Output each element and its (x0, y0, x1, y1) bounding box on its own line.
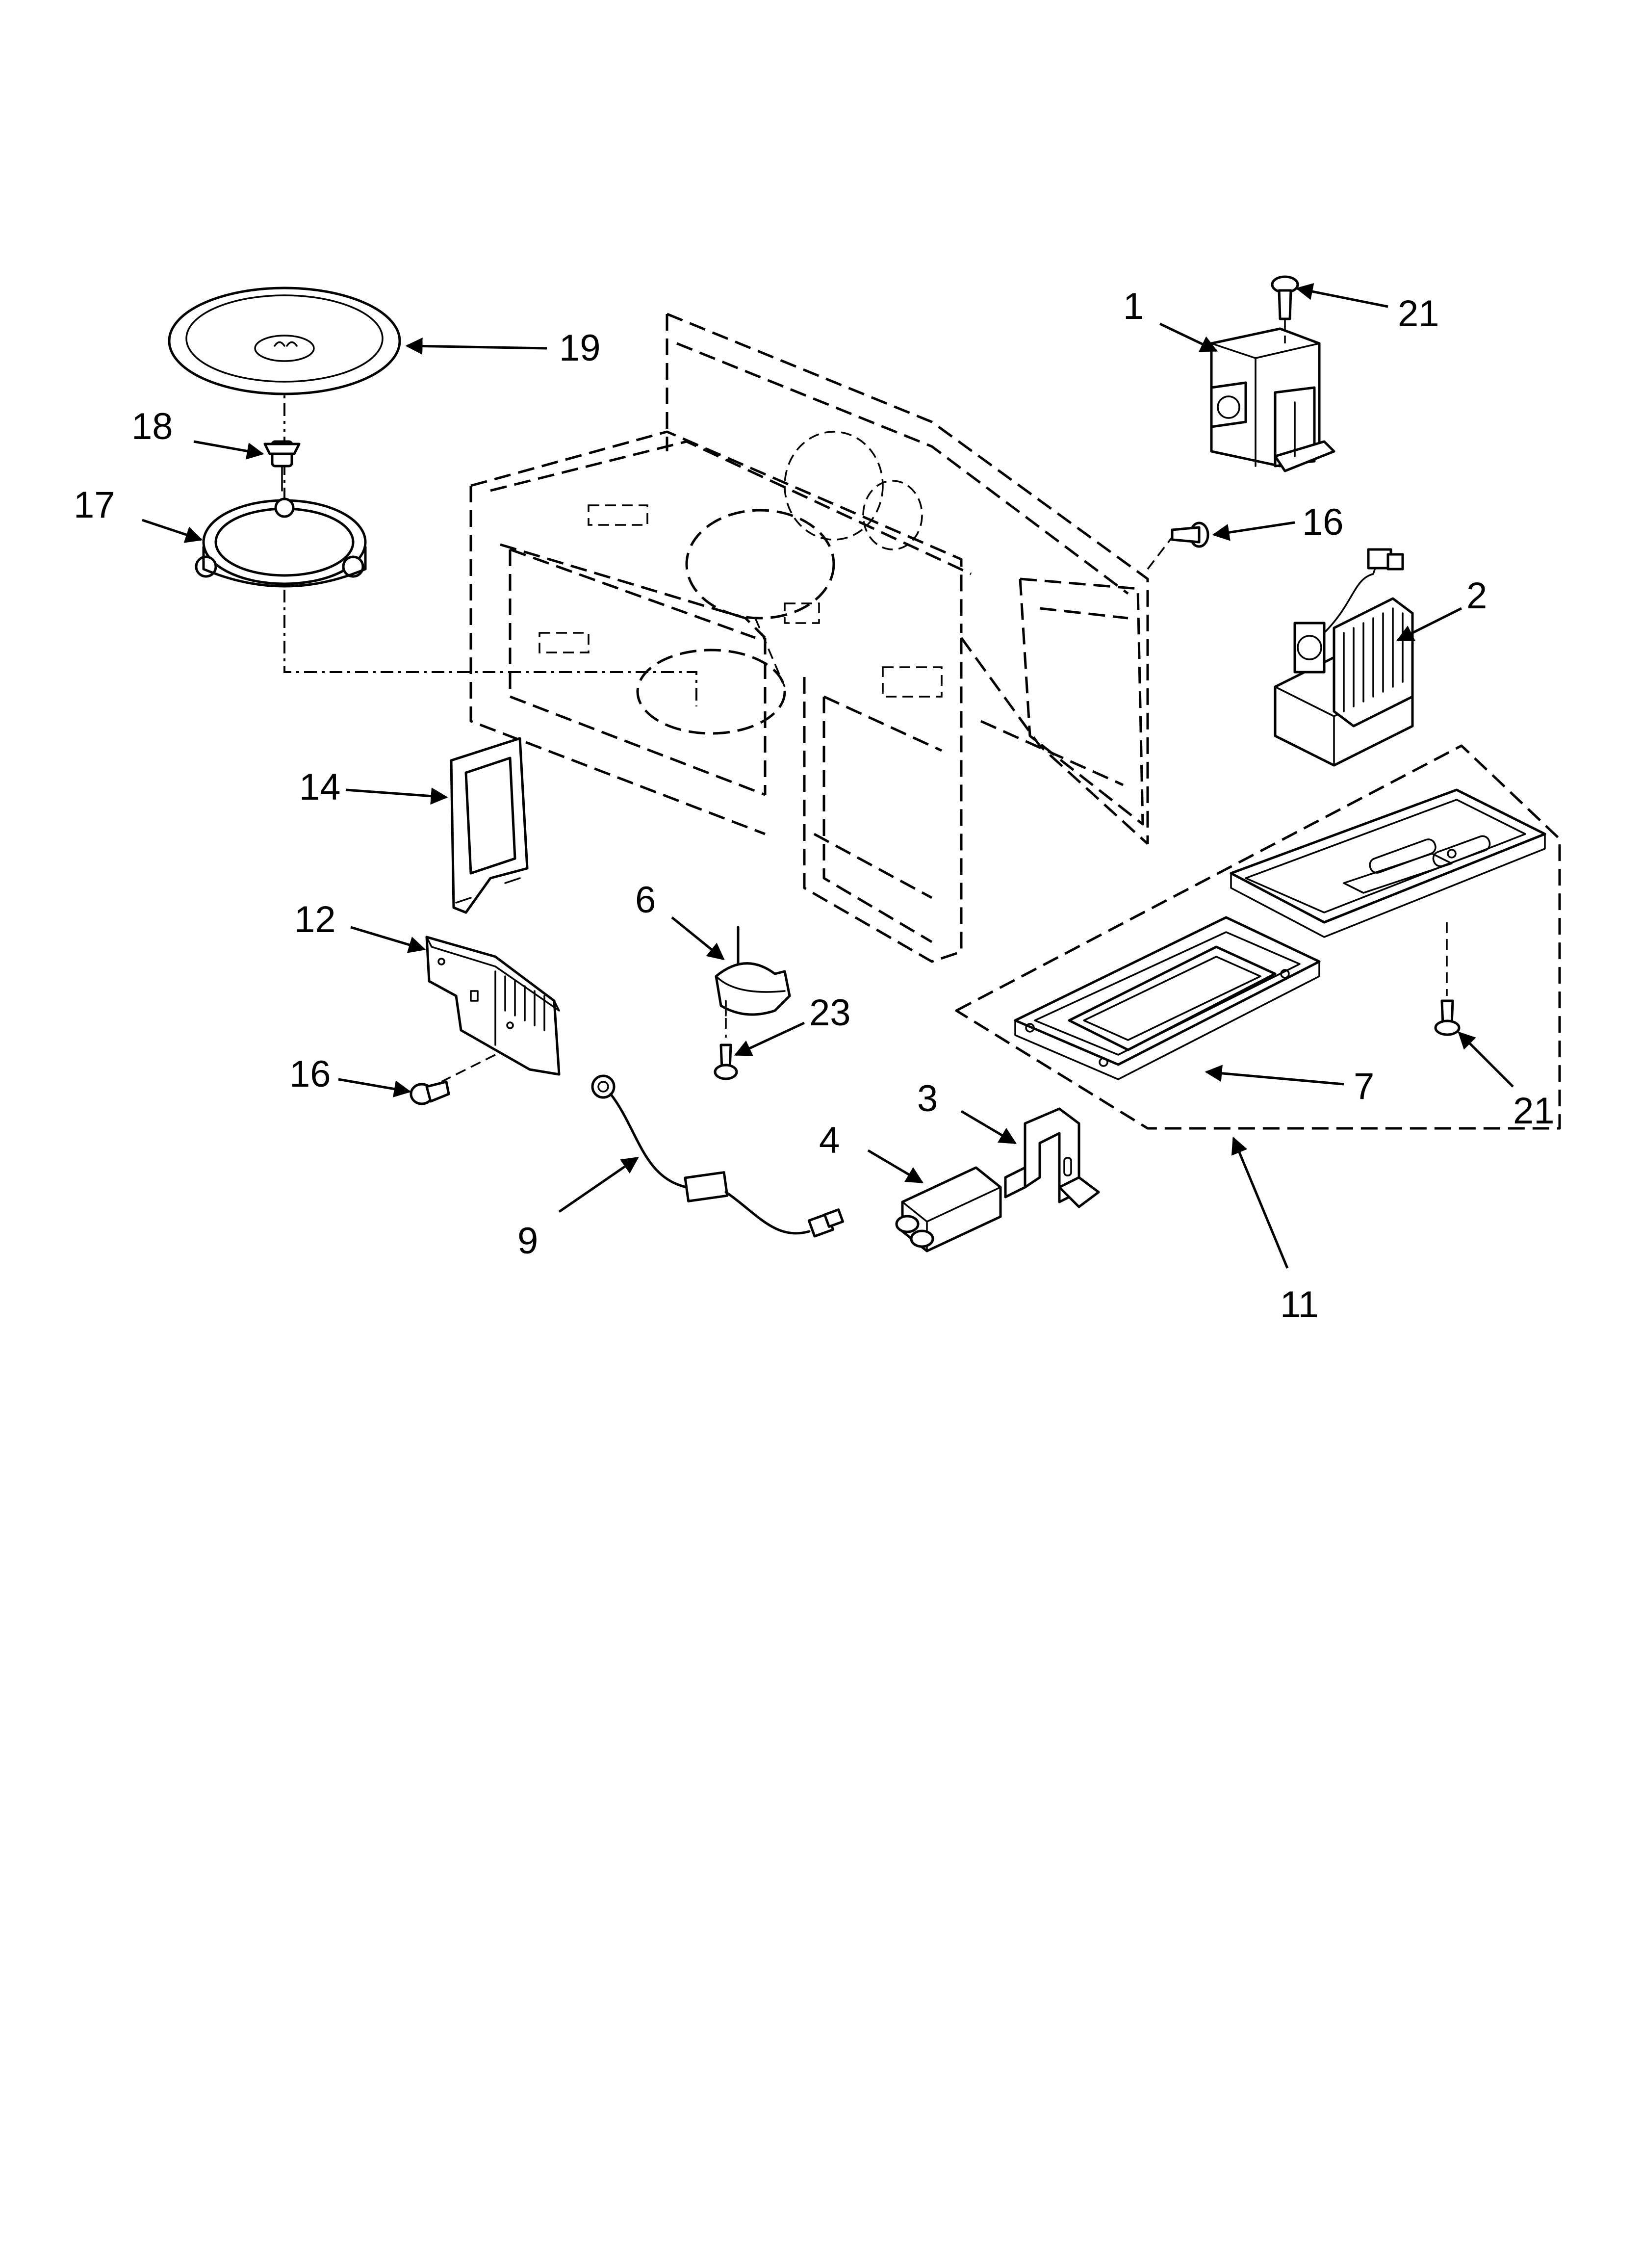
callout-2: 2 (1466, 575, 1487, 617)
callout-16-right: 16 (1302, 501, 1344, 543)
callout-4: 4 (819, 1120, 840, 1161)
capacitor-bracket (1004, 1107, 1100, 1208)
callout-6: 6 (635, 879, 656, 921)
callout-19: 19 (559, 327, 601, 369)
callout-7: 7 (1354, 1066, 1374, 1107)
screw-motor (714, 1043, 738, 1080)
callout-11: 11 (1280, 1284, 1319, 1326)
cover-bracket (425, 936, 561, 1083)
gasket-frame (450, 737, 529, 914)
magnetron (1210, 327, 1335, 472)
callout-21-top: 21 (1398, 293, 1439, 335)
base-plate-front (1014, 916, 1321, 1080)
callout-labels: 19 18 17 1 21 16 2 14 12 16 6 23 7 21 9 … (74, 286, 1555, 1326)
callout-23: 23 (809, 992, 851, 1034)
callout-21-bottom: 21 (1513, 1090, 1555, 1132)
callout-17: 17 (74, 484, 115, 526)
axis-line (283, 437, 697, 706)
wire-harness (591, 1074, 845, 1238)
leader-lines (142, 283, 1514, 1269)
base-assembly-outline (955, 744, 1561, 1130)
screw-left (410, 1080, 450, 1105)
callout-14: 14 (299, 766, 341, 808)
callout-1: 1 (1123, 286, 1144, 327)
callout-3: 3 (917, 1078, 938, 1120)
base-plate-right (1230, 788, 1546, 938)
cabinet-outline (469, 313, 1149, 963)
screw-bottom-right (1434, 922, 1461, 1036)
callout-18: 18 (131, 406, 173, 447)
callout-9: 9 (517, 1220, 538, 1262)
capacitor (895, 1166, 1002, 1252)
screw-right (1147, 521, 1209, 570)
roller-ring (195, 497, 367, 588)
turntable-motor (715, 926, 791, 1038)
coupler (263, 440, 301, 492)
callout-12: 12 (294, 899, 336, 940)
callout-16-left: 16 (289, 1053, 331, 1095)
transformer (1274, 548, 1414, 767)
glass-tray (168, 287, 401, 395)
